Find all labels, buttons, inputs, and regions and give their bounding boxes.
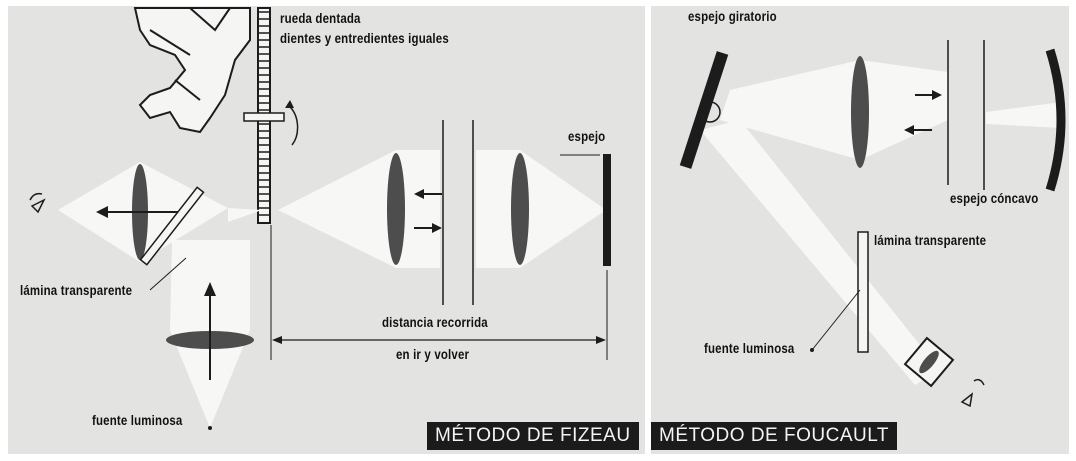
transparent-plate-right	[857, 231, 869, 353]
gear-wheel-detail	[133, 7, 251, 134]
eye-icon-left	[29, 192, 46, 214]
banner-foucault: MÉTODO DE FOUCAULT	[651, 422, 897, 450]
foucault-beam-upper	[720, 60, 948, 160]
label-lamina-left: lámina transparente	[20, 282, 133, 298]
label-ir-volver: en ir y volver	[396, 346, 470, 362]
label-espejo-concavo: espejo cóncavo	[950, 190, 1039, 206]
label-espejo-giratorio: espejo giratorio	[688, 8, 777, 24]
label-rueda-dentada: rueda dentada	[280, 10, 361, 26]
lens-mid-2	[511, 153, 529, 265]
light-source-point-right	[810, 348, 814, 352]
toothed-wheel-edge	[243, 7, 299, 224]
banner-fizeau: MÉTODO DE FIZEAU	[427, 422, 639, 450]
label-lamina-right: lámina transparente	[874, 232, 987, 248]
concave-mirror	[1045, 48, 1066, 192]
mirror-fizeau	[603, 154, 611, 266]
eye-icon-right	[960, 378, 985, 408]
lens-foucault	[851, 56, 869, 168]
label-fuente-left: fuente luminosa	[92, 412, 183, 428]
label-distancia: distancia recorrida	[382, 314, 488, 330]
foucault-beam-to-concave	[986, 102, 1062, 128]
label-espejo: espejo	[568, 128, 606, 144]
label-fuente-right: fuente luminosa	[704, 340, 795, 356]
transparent-plate-left	[139, 186, 205, 266]
light-source-point-left	[208, 426, 212, 430]
rotating-mirror	[679, 51, 729, 169]
label-dientes: dientes y entredientes iguales	[280, 30, 449, 46]
lens-mid-1	[387, 153, 405, 265]
beam-to-wheel	[228, 208, 262, 222]
beam-to-mirror-b	[476, 150, 606, 268]
foucault-beam-lower	[700, 120, 940, 385]
